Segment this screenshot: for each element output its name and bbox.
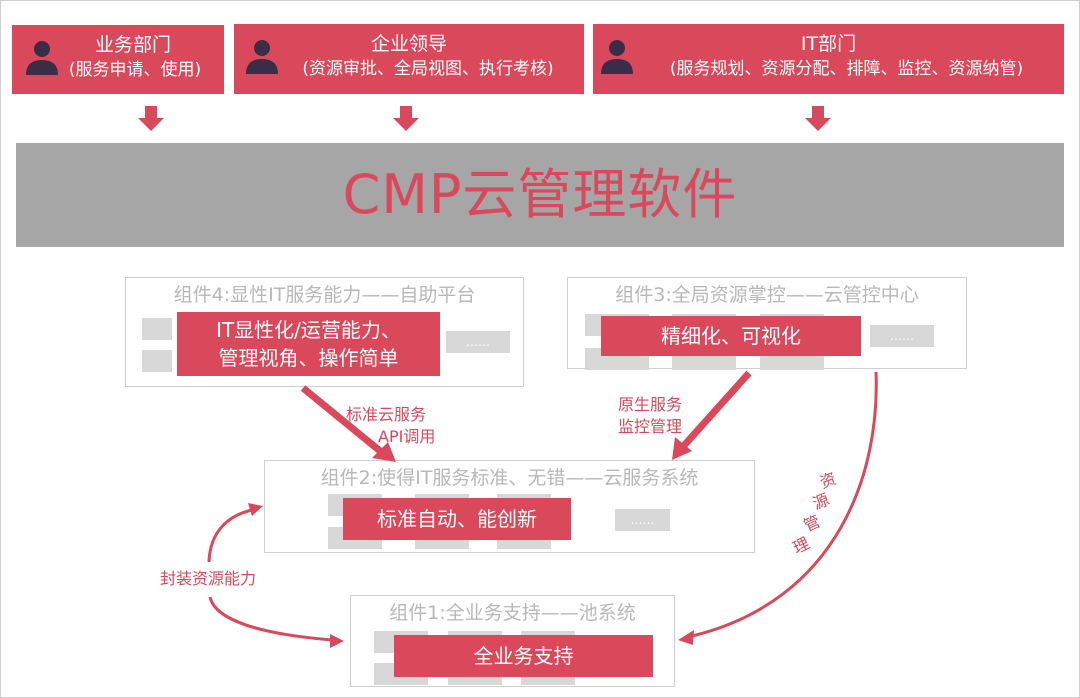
monitor-label-line2: 监控管理 <box>618 417 683 436</box>
role-title: IT部门 <box>800 33 857 55</box>
person-icon <box>601 40 633 74</box>
more-placeholder: …… <box>446 331 510 353</box>
component-3-box: 组件3:全局资源掌控——云管控中心 …… 精细化、可视化 <box>567 277 967 370</box>
arrowhead-icon <box>678 630 694 645</box>
component-title: 组件2:使得IT服务标准、无错——云服务系统 <box>320 467 699 489</box>
component-1-box: 组件1:全业务支持——池系统 全业务支持 <box>350 595 675 687</box>
role-subtitle: (服务申请、使用) <box>68 60 202 80</box>
arrowhead-icon <box>248 503 263 516</box>
role-subtitle: (资源审批、全局视图、执行考核) <box>302 59 554 79</box>
component-title: 组件1:全业务支持——池系统 <box>389 602 636 624</box>
placeholder-block <box>142 318 172 340</box>
down-arrow-icon <box>393 106 419 131</box>
role-title: 业务部门 <box>94 34 171 56</box>
highlight-line: 管理视角、操作简单 <box>218 346 399 370</box>
more-placeholder: …… <box>615 509 670 531</box>
arrowhead-icon <box>672 437 692 460</box>
down-arrow-icon <box>805 106 831 131</box>
role-subtitle: (服务规划、资源分配、排障、监控、资源纳管) <box>669 59 1024 79</box>
placeholder-block <box>142 350 172 372</box>
encapsulate-label: 封装资源能力 <box>160 569 257 588</box>
role-enterprise-leader: 企业领导 (资源审批、全局视图、执行考核) <box>234 24 584 94</box>
api-call-label-line1: 标准云服务 <box>346 405 427 424</box>
component-highlight: 全业务支持 <box>394 635 653 677</box>
api-call-arrow <box>300 385 388 458</box>
component-highlight: 标准自动、能创新 <box>343 498 571 540</box>
component-highlight: 精细化、可视化 <box>601 316 861 356</box>
component-title: 组件4:显性IT服务能力——自助平台 <box>173 284 476 306</box>
down-arrow-icon <box>138 106 164 131</box>
highlight-line: IT显性化/运营能力、 <box>216 318 401 342</box>
component-4-box: 组件4:显性IT服务能力——自助平台 …… IT显性化/运营能力、 管理视角、操… <box>125 277 524 387</box>
arrowhead-icon <box>330 634 344 648</box>
encapsulate-curve-up <box>207 508 253 563</box>
role-title: 企业领导 <box>370 33 447 55</box>
monitor-arrow <box>677 370 752 453</box>
more-placeholder: …… <box>870 325 934 347</box>
encapsulate-curve-down <box>208 596 333 642</box>
resource-management-curve <box>691 371 878 638</box>
person-icon <box>246 40 278 74</box>
component-2-box: 组件2:使得IT服务标准、无错——云服务系统 …… 标准自动、能创新 <box>264 460 755 553</box>
component-title: 组件3:全局资源掌控——云管控中心 <box>615 284 919 306</box>
arrowhead-icon <box>372 442 396 462</box>
cmp-software-bar: CMP云管理软件 <box>16 143 1064 247</box>
api-call-label-line2: API调用 <box>378 427 436 446</box>
role-it-dept: IT部门 (服务规划、资源分配、排障、监控、资源纳管) <box>593 24 1064 94</box>
monitor-label-line1: 原生服务 <box>618 395 683 414</box>
component-highlight: IT显性化/运营能力、 管理视角、操作简单 <box>177 312 440 376</box>
role-business-dept: 业务部门 (服务申请、使用) <box>12 25 224 94</box>
person-icon <box>26 41 58 75</box>
